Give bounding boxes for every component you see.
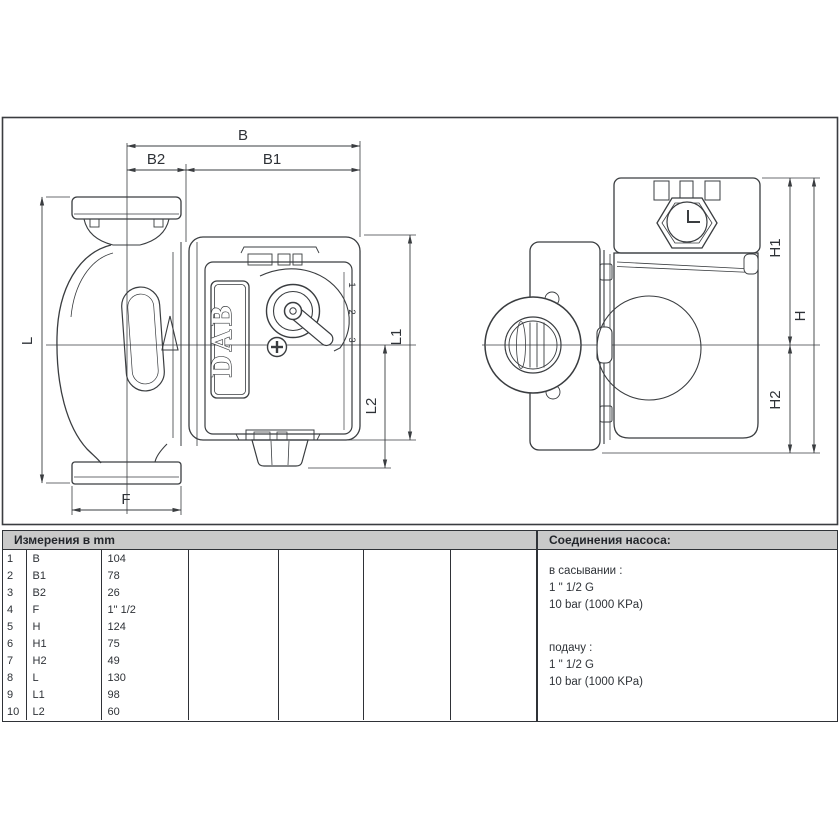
row-value: 78 (101, 567, 189, 584)
cable-gland-front (245, 429, 315, 467)
delivery-size: 1 " 1/2 G (549, 659, 594, 671)
delivery-label: подачу : (549, 642, 593, 654)
row-value: 130 (101, 669, 189, 686)
delivery-pressure: 10 bar (1000 KPa) (549, 676, 643, 688)
dim-label-H2: H2 (767, 390, 784, 409)
motor-dome-circle (596, 295, 702, 401)
row-dim: H (26, 618, 102, 635)
row-num: 2 (3, 567, 27, 584)
connections-panel: Соединения насоса: в сасывании : 1 " 1/2… (537, 530, 838, 722)
top-flange (71, 196, 182, 246)
suction-size: 1 " 1/2 G (549, 582, 594, 594)
row-num: 6 (3, 635, 27, 652)
dim-label-B: B (238, 127, 248, 144)
row-dim: B2 (26, 584, 102, 601)
row-value: 26 (101, 584, 189, 601)
dim-label-L: L (19, 337, 36, 345)
dimension-lines (39, 141, 820, 515)
row-value: 49 (101, 652, 189, 669)
drawing-frame (1, 116, 839, 526)
side-view (482, 177, 820, 451)
row-num: 3 (3, 584, 27, 601)
speed-mark-2: 2 (346, 309, 357, 314)
dab-logo (210, 280, 250, 399)
row-num: 4 (3, 601, 27, 618)
suction-label: в сасывании : (549, 565, 623, 577)
motor-body-side (596, 252, 759, 439)
row-value: 104 (101, 550, 189, 567)
row-dim: B (26, 550, 102, 567)
row-value: 60 (101, 703, 189, 720)
row-dim: B1 (26, 567, 102, 584)
front-view (46, 143, 416, 514)
dim-label-F: F (121, 491, 130, 508)
dim-label-B2: B2 (147, 151, 165, 168)
row-dim: F (26, 601, 102, 618)
port-flange-circle (484, 296, 582, 394)
dim-label-H: H (792, 311, 809, 322)
connections-panel-header: Соединения насоса: (537, 530, 838, 550)
screw (266, 336, 288, 358)
row-num: 8 (3, 669, 27, 686)
speed-selector-knob (259, 268, 350, 352)
row-value: 124 (101, 618, 189, 635)
row-dim: H2 (26, 652, 102, 669)
row-dim: L (26, 669, 102, 686)
row-dim: L2 (26, 703, 102, 720)
speed-mark-1: 1 (346, 282, 357, 287)
speed-mark-3: 3 (346, 337, 357, 342)
measurements-table-header: Измерения в mm (2, 530, 537, 550)
speed-marks: 1 2 3 (346, 282, 357, 342)
housing-capsule (121, 286, 165, 392)
spacer (549, 614, 837, 640)
row-dim: L1 (26, 686, 102, 703)
dim-label-H1: H1 (767, 238, 784, 257)
row-value: 1" 1/2 (101, 601, 189, 618)
dim-label-L2: L2 (363, 398, 380, 415)
flow-arrow (161, 315, 179, 351)
row-num: 5 (3, 618, 27, 635)
brand-text: DAB (205, 302, 238, 377)
row-num: 1 (3, 550, 27, 567)
hex-cable-gland (656, 197, 718, 249)
dim-label-B1: B1 (263, 151, 281, 168)
pump-housing (56, 242, 198, 464)
bottom-flange (71, 461, 182, 485)
row-num: 10 (3, 703, 27, 720)
row-num: 7 (3, 652, 27, 669)
row-value: 75 (101, 635, 189, 652)
row-num: 9 (3, 686, 27, 703)
connections-panel-body: в сасывании : 1 " 1/2 G 10 bar (1000 KPa… (537, 550, 838, 722)
row-value: 98 (101, 686, 189, 703)
row-dim: H1 (26, 635, 102, 652)
dimension-labels: B B2 B1 L F L1 L2 H H1 H2 (19, 127, 809, 508)
dim-label-L1: L1 (388, 329, 405, 346)
suction-pressure: 10 bar (1000 KPa) (549, 599, 643, 611)
